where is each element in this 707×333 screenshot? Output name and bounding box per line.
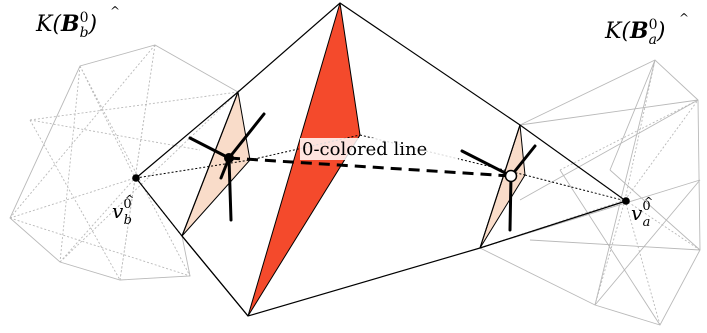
vertex-b-sup: 0	[123, 197, 131, 212]
right-link-triangle	[479, 124, 526, 249]
vertex-a-hat: ^	[644, 195, 653, 208]
zero-line-label-bg	[300, 138, 458, 160]
right-star-center	[504, 169, 518, 183]
right-star-arm-left	[460, 149, 513, 178]
complex-b-sub: b	[80, 25, 89, 41]
vertex-a-sub: a	[643, 215, 651, 230]
vertex-b-v: v	[112, 199, 124, 223]
left-gray-complex	[9, 44, 239, 281]
complex-a-close: )	[656, 19, 666, 44]
dotted-right-upper	[524, 174, 627, 202]
vertex-a-dot	[622, 197, 630, 205]
left-star-arm-upper	[227, 112, 266, 160]
right-star	[460, 144, 537, 232]
complex-a-sup: 0	[649, 17, 658, 33]
right-complex-edges	[479, 59, 701, 326]
vertex-b-hat: ^	[125, 193, 134, 206]
complex-b-hat: ^	[110, 4, 120, 18]
complex-b-symbol: B	[60, 11, 80, 37]
main-simplex-inner-edges	[181, 91, 521, 317]
vertex-b-sub: b	[124, 213, 132, 228]
left-star	[188, 112, 266, 222]
vertex-a-sup: 0	[642, 199, 650, 214]
complex-b-sup: 0	[80, 10, 89, 26]
vertex-b-dot	[132, 174, 140, 182]
right-star-arm-lower	[508, 174, 513, 232]
zero-colored-line	[228, 156, 512, 178]
complex-a-k: K(	[604, 19, 630, 44]
left-star-arm-lower	[227, 156, 233, 222]
dotted-left-upper	[135, 159, 251, 179]
left-complex-outline	[9, 44, 239, 281]
complex-a-hat: ^	[679, 11, 689, 25]
vertex-a-v: v	[631, 201, 643, 225]
left-star-arm-left	[188, 136, 231, 160]
right-star-arm-upper	[509, 144, 537, 178]
left-star-center	[224, 153, 234, 163]
complex-b-k: K(	[35, 12, 61, 37]
dotted-left-lower	[135, 177, 183, 237]
left-link-triangle	[181, 90, 251, 237]
complex-b-close: )	[88, 12, 98, 37]
complex-a-sub: a	[649, 32, 657, 48]
complex-a-symbol: B	[629, 18, 649, 44]
dotted-right-lower	[479, 200, 627, 249]
zero-line-label: 0-colored line	[302, 139, 427, 160]
left-complex-edges	[9, 44, 239, 281]
